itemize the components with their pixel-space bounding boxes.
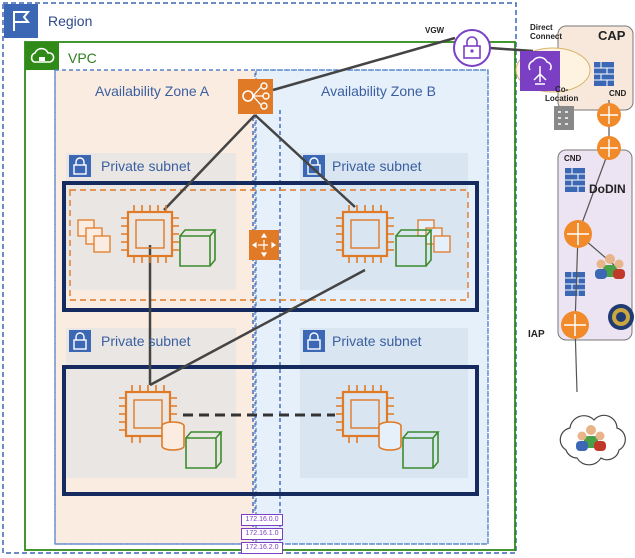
external-users-cloud-icon — [559, 414, 626, 466]
app-tier-box — [62, 181, 479, 312]
region-flag-icon — [4, 4, 38, 38]
router-icon — [597, 136, 621, 160]
firewall-icon — [594, 62, 614, 86]
subnet-lock-icon — [303, 155, 325, 177]
region-label: Region — [48, 13, 93, 29]
subnet-label: Private subnet — [101, 158, 191, 174]
subnet-label: Private subnet — [101, 333, 191, 349]
auto-scaling-icon — [249, 230, 279, 260]
cap-label: CAP — [598, 28, 626, 43]
cidr-block: 172.16.1.0 — [241, 528, 283, 540]
cidr-block: 172.16.0.0 — [241, 514, 283, 526]
ebs-volume-icon — [395, 229, 433, 267]
subnet-b2 — [300, 328, 468, 478]
vpn-gateway-icon — [453, 29, 491, 67]
users-group-icon — [595, 254, 625, 279]
cloud-lock-icon — [25, 42, 59, 70]
direct-connect-icon — [520, 51, 560, 91]
direct-connect-label: Direct Connect — [530, 23, 562, 41]
ebs-volume-icon — [179, 229, 217, 267]
subnet-lock-icon — [69, 155, 91, 177]
subnet-lock-icon — [69, 330, 91, 352]
database-instance-icon — [119, 385, 185, 451]
cidr-block: 172.16.2.0 — [241, 542, 283, 554]
subnet-lock-icon — [303, 330, 325, 352]
router-icon — [564, 220, 592, 248]
subnet-label: Private subnet — [332, 158, 422, 174]
availability-zone-a-label: Availability Zone A — [95, 83, 210, 99]
router-icon — [561, 311, 589, 339]
ec2-instance-icon — [121, 205, 179, 263]
firewall-icon — [565, 272, 585, 296]
subnet-b1 — [300, 153, 468, 290]
firewall-icon — [565, 168, 585, 192]
ec2-instance-icon — [336, 205, 394, 263]
auto-scaling-group — [69, 189, 469, 301]
co-location-label: Co- Location — [545, 85, 579, 103]
router-icon — [597, 103, 621, 127]
dod-seal-icon — [608, 304, 634, 330]
dodin-label: DoDIN — [589, 182, 626, 196]
db-tier-box — [62, 365, 479, 496]
colocation-building-icon — [554, 106, 574, 130]
vgw-label: VGW — [425, 26, 445, 35]
load-balancer-icon — [238, 79, 273, 114]
cap-cnd-label: CND — [609, 89, 627, 98]
iap-label: IAP — [528, 329, 545, 340]
availability-zone-b-label: Availability Zone B — [321, 83, 436, 99]
instances-stack-icon — [77, 219, 111, 253]
region-boundary — [2, 2, 517, 554]
database-instance-icon — [336, 385, 402, 451]
ebs-volume-icon — [185, 431, 223, 469]
subnet-label: Private subnet — [332, 333, 422, 349]
dodin-cnd-label: CND — [564, 154, 582, 163]
ebs-volume-icon — [402, 431, 440, 469]
vpc-label: VPC — [68, 50, 97, 66]
